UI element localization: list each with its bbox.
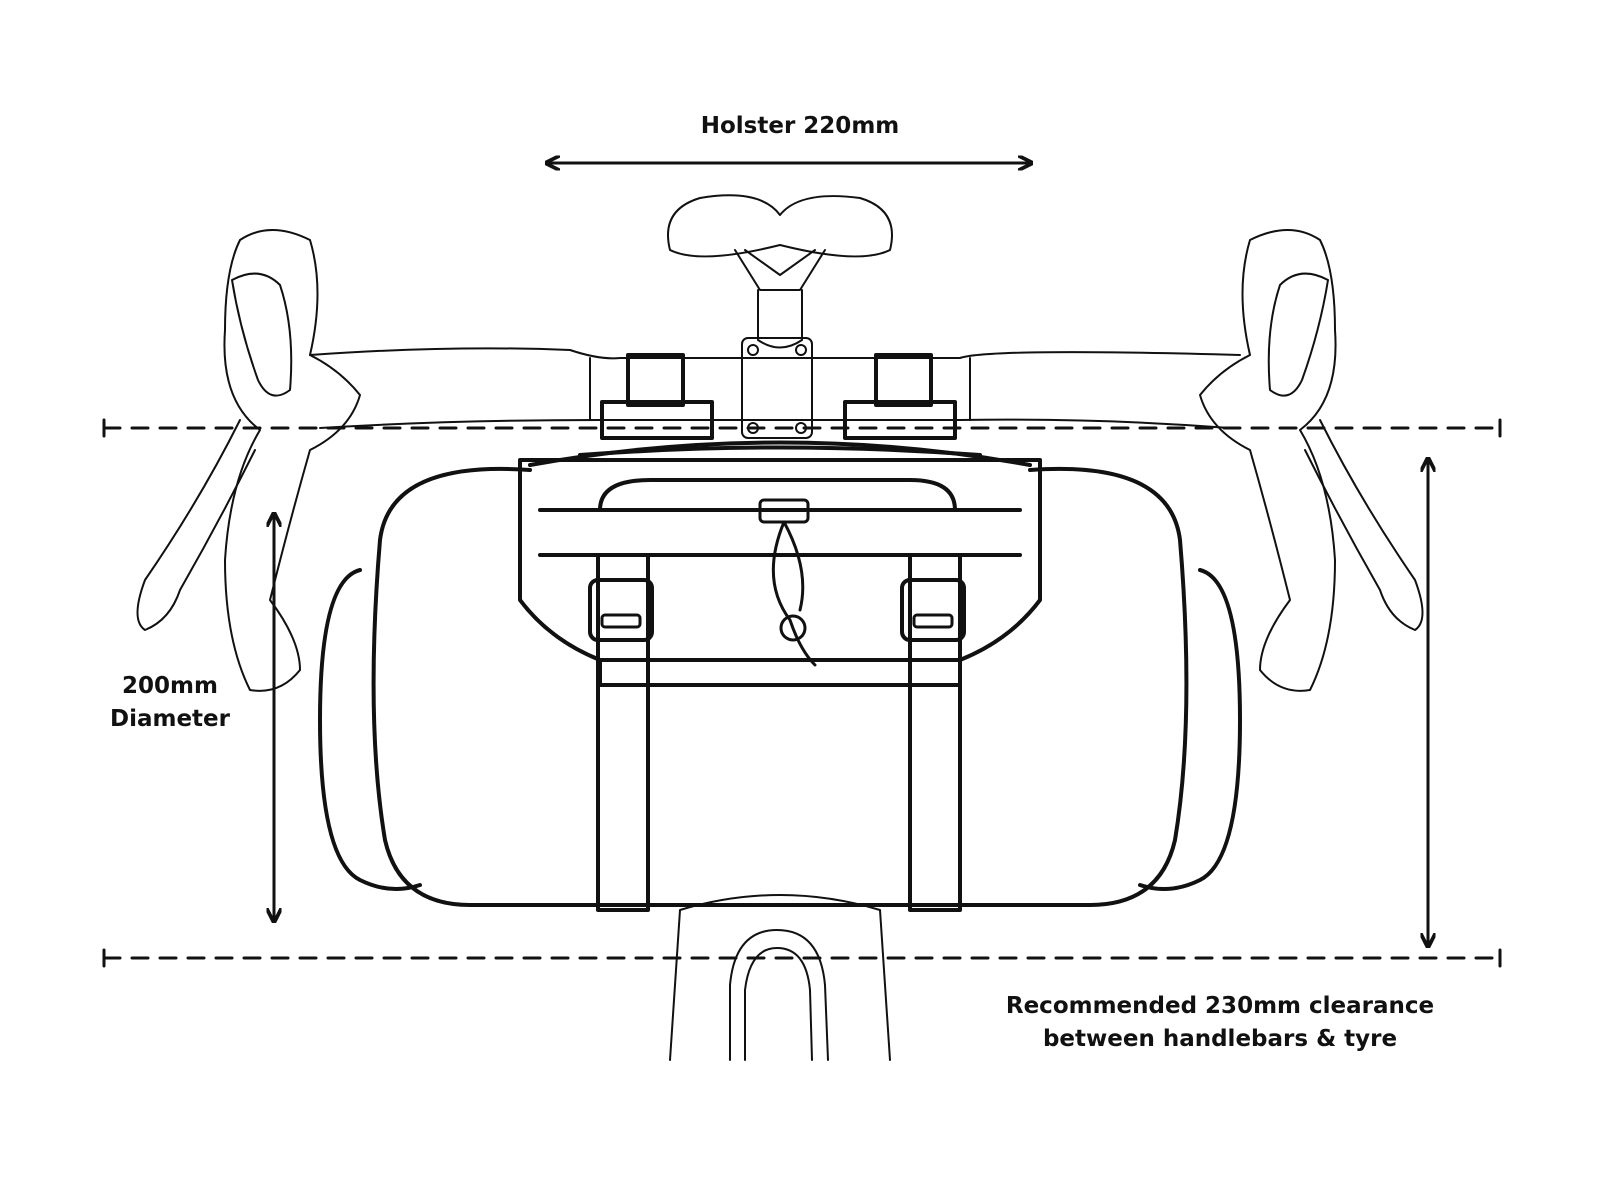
holster-bag bbox=[318, 353, 1242, 912]
clearance-label-line1: Recommended 230mm clearance bbox=[1005, 993, 1435, 1019]
diameter-label-line1: 200mm bbox=[122, 673, 218, 699]
tyre-and-fork bbox=[669, 894, 891, 1061]
measurements bbox=[102, 163, 1502, 968]
handlebar bbox=[136, 229, 1424, 692]
diameter-label-line2: Diameter bbox=[110, 706, 230, 732]
clearance-label-line2: between handlebars & tyre bbox=[1042, 1026, 1398, 1052]
holster-label: Holster 220mm bbox=[700, 113, 900, 139]
